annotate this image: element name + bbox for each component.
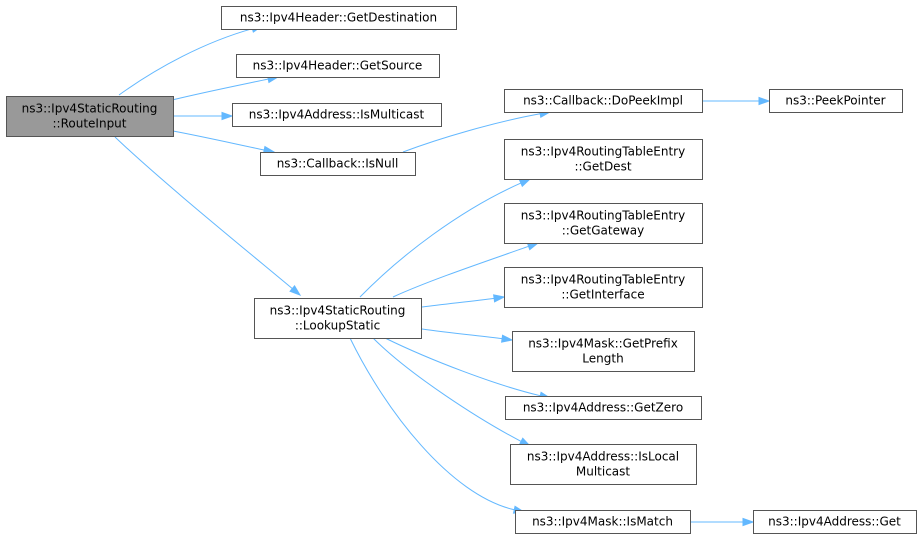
node-route-input[interactable]: ns3::Ipv4StaticRouting::RouteInput [6, 96, 174, 137]
node-lookup-static[interactable]: ns3::Ipv4StaticRouting::LookupStatic [254, 298, 422, 339]
node-box [510, 444, 697, 485]
node-label-line: ns3::Ipv4Address::IsMulticast [249, 108, 425, 122]
node-label-line: ns3::Ipv4StaticRouting [22, 102, 158, 116]
call-edge-route_input-to-is_null [172, 130, 276, 155]
edge-arrowhead [221, 111, 234, 121]
node-get-dest[interactable]: ns3::Ipv4RoutingTableEntry::GetDest [504, 139, 703, 180]
node-box [236, 54, 440, 78]
call-edge-do_peek_impl-to-peek_pointer [702, 96, 771, 106]
node-label-line: ns3::PeekPointer [785, 94, 885, 108]
node-get-zero[interactable]: ns3::Ipv4Address::GetZero [505, 396, 702, 420]
node-label-line: ns3::Ipv4Header::GetSource [253, 59, 423, 73]
node-label-line: ::GetDest [574, 160, 631, 174]
edge-line [402, 113, 541, 153]
node-label-line: ns3::Ipv4Header::GetDestination [240, 11, 437, 25]
edge-line [421, 297, 495, 308]
node-is-multicast[interactable]: ns3::Ipv4Address::IsMulticast [232, 103, 442, 127]
edge-line [114, 136, 293, 289]
edge-arrowhead [289, 285, 302, 296]
node-get-interface[interactable]: ns3::Ipv4RoutingTableEntry::GetInterface [504, 267, 703, 308]
node-is-match[interactable]: ns3::Ipv4Mask::IsMatch [515, 510, 691, 534]
node-do-peek-impl[interactable]: ns3::Callback::DoPeekImpl [504, 89, 703, 113]
node-get-destination[interactable]: ns3::Ipv4Header::GetDestination [221, 6, 457, 30]
node-label-line: ::GetGateway [562, 224, 644, 238]
node-label-line: ::GetInterface [561, 288, 644, 302]
node-peek-pointer[interactable]: ns3::PeekPointer [769, 89, 903, 113]
node-box [232, 103, 442, 127]
node-box [515, 510, 691, 534]
edge-line [421, 328, 503, 340]
node-label-line: ns3::Ipv4Mask::IsMatch [532, 515, 673, 529]
node-label-line: Multicast [576, 465, 631, 479]
node-get-gateway[interactable]: ns3::Ipv4RoutingTableEntry::GetGateway [504, 203, 703, 244]
node-label-line: ns3::Ipv4Address::GetZero [523, 401, 683, 415]
node-label-line: ns3::Ipv4RoutingTableEntry [521, 209, 685, 223]
edge-line [118, 28, 253, 96]
call-edge-route_input-to-lookup_static [114, 136, 302, 296]
node-address-get[interactable]: ns3::Ipv4Address::Get [753, 510, 917, 534]
edge-line [359, 182, 522, 298]
node-label-line: ns3::Ipv4RoutingTableEntry [521, 145, 685, 159]
edge-line [349, 337, 515, 511]
node-box [753, 510, 917, 534]
edge-line [392, 245, 529, 298]
call-edge-route_input-to-is_multicast [173, 111, 234, 121]
node-box [505, 396, 702, 420]
node-box [254, 298, 422, 339]
call-edge-route_input-to-get_source [171, 75, 280, 101]
node-box [512, 331, 695, 372]
node-label-line: ::RouteInput [53, 117, 127, 131]
call-edge-lookup_static-to-is_match [349, 337, 526, 514]
node-label-line: ns3::Ipv4RoutingTableEntry [521, 273, 685, 287]
node-label-line: Length [582, 352, 623, 366]
node-label-line: ns3::Callback::DoPeekImpl [523, 94, 683, 108]
node-box [504, 89, 703, 113]
node-label-line: ns3::Ipv4StaticRouting [270, 304, 406, 318]
node-box [504, 267, 703, 308]
edge-line [171, 78, 269, 101]
node-box [221, 6, 457, 30]
edge-line [372, 337, 522, 442]
function-nodes: ns3::Ipv4StaticRouting::RouteInputns3::I… [6, 6, 917, 534]
edge-arrowhead [742, 517, 755, 527]
call-edge-lookup_static-to-is_local_multicast [372, 337, 532, 447]
edge-line [172, 130, 265, 151]
node-get-source[interactable]: ns3::Ipv4Header::GetSource [236, 54, 440, 78]
node-label-line: ns3::Ipv4Address::IsLocal [527, 450, 679, 464]
edge-arrowhead [501, 334, 514, 343]
node-is-null[interactable]: ns3::Callback::IsNull [260, 152, 416, 176]
edge-line [384, 337, 541, 397]
call-edge-lookup_static-to-get_interface [421, 294, 506, 308]
node-box [769, 89, 903, 113]
node-label-line: ::LookupStatic [295, 319, 380, 333]
node-label-line: ns3::Ipv4Address::Get [768, 515, 901, 529]
call-edge-lookup_static-to-get_dest [359, 178, 532, 298]
edge-arrowhead [758, 96, 771, 106]
node-box [504, 139, 703, 180]
node-box [260, 152, 416, 176]
edge-arrowhead [518, 178, 532, 188]
node-label-line: ns3::Ipv4Mask::GetPrefix [528, 337, 678, 351]
call-edge-lookup_static-to-get_prefix_length [421, 328, 514, 343]
call-edge-is_match-to-address_get [690, 517, 755, 527]
node-box [6, 96, 174, 137]
node-box [504, 203, 703, 244]
node-label-line: ns3::Callback::IsNull [277, 157, 399, 171]
edge-arrowhead [493, 294, 506, 303]
